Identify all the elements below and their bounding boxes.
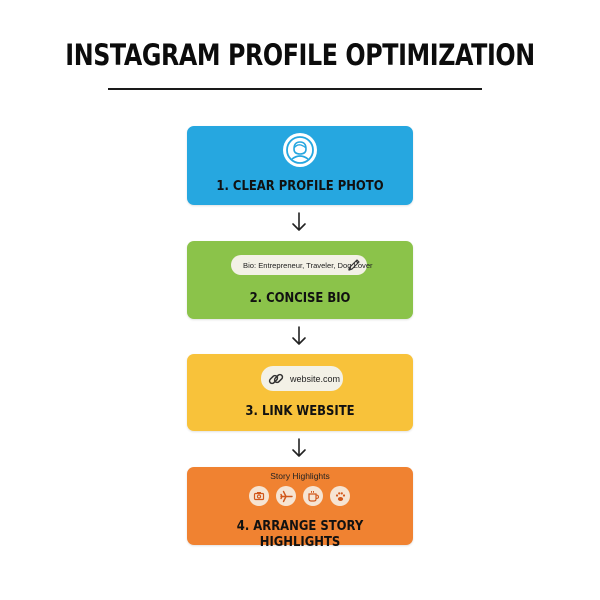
step-2-card: Bio: Entrepreneur, Traveler, Dog Lover 2… bbox=[187, 241, 413, 319]
paw-icon bbox=[330, 486, 350, 506]
step-3-card: website.com 3. LINK WEBSITE bbox=[187, 354, 413, 431]
step-1-label: 1. CLEAR PROFILE PHOTO bbox=[216, 178, 384, 194]
step-4-card: Story Highlights 4. ARRANGE STORY HIGHLI… bbox=[187, 467, 413, 550]
camera-icon bbox=[249, 486, 269, 506]
profile-avatar-icon bbox=[283, 133, 317, 167]
link-text: website.com bbox=[290, 373, 341, 384]
link-icon bbox=[268, 373, 284, 384]
airplane-icon bbox=[276, 486, 296, 506]
step-3-label: 3. LINK WEBSITE bbox=[245, 403, 355, 419]
down-arrow-icon bbox=[292, 438, 306, 457]
bio-pill: Bio: Entrepreneur, Traveler, Dog Lover bbox=[231, 255, 373, 275]
story-highlights-caption: Story Highlights bbox=[270, 471, 330, 481]
bio-text: Bio: Entrepreneur, Traveler, Dog Lover bbox=[243, 260, 373, 270]
page-title: INSTAGRAM PROFILE OPTIMIZATION bbox=[65, 38, 535, 72]
title-divider bbox=[108, 88, 482, 90]
pencil-icon bbox=[348, 259, 360, 271]
step-2-label: 2. CONCISE BIO bbox=[249, 290, 351, 306]
coffee-icon bbox=[303, 486, 323, 506]
down-arrow-icon bbox=[292, 212, 306, 231]
down-arrow-icon bbox=[292, 326, 306, 345]
link-pill: website.com bbox=[261, 366, 343, 391]
step-4-label: 4. ARRANGE STORY HIGHLIGHTS bbox=[236, 518, 364, 550]
step-1-card: 1. CLEAR PROFILE PHOTO bbox=[187, 126, 413, 205]
